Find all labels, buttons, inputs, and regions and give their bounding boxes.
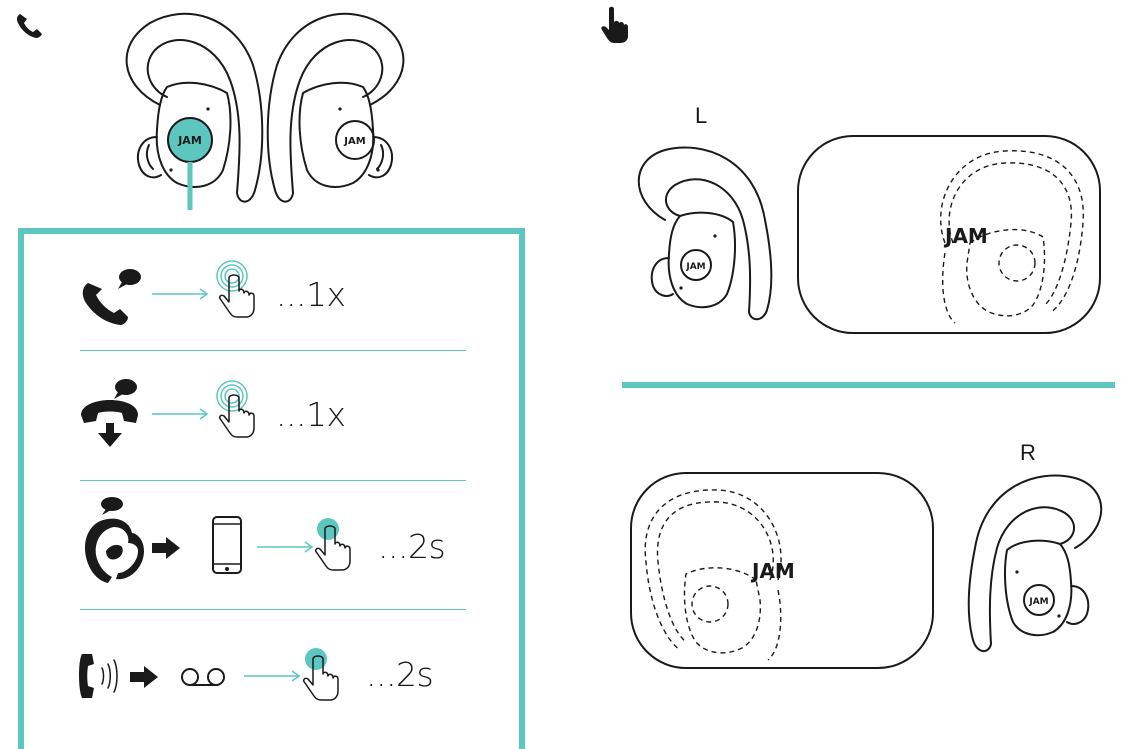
phone-icon (16, 14, 42, 38)
hold-gesture-icon (303, 648, 339, 701)
arrow-right-teal-icon (257, 541, 314, 553)
tap-gesture-icon (216, 260, 255, 318)
left-earbud-label: L (695, 103, 708, 128)
row-divider (80, 350, 466, 351)
hand-pointer-icon (601, 6, 628, 43)
row-divider (80, 480, 466, 481)
answer-call-icon (82, 269, 141, 325)
smartphone-icon (212, 516, 242, 574)
end-call-icon (81, 379, 138, 447)
earbuds-pair-illustration: JAM JAM (125, 12, 405, 210)
section-divider (622, 382, 1115, 388)
call-controls-panel (18, 228, 525, 749)
hold-duration-label: ...2s (378, 527, 446, 566)
svg-text:JAM: JAM (343, 136, 365, 147)
row-divider (80, 609, 466, 610)
svg-text:JAM: JAM (177, 134, 202, 147)
tap-gesture-icon (216, 380, 255, 438)
svg-text:JAM: JAM (1028, 597, 1048, 607)
hold-duration-label: ...2s (366, 655, 434, 694)
svg-text:JAM: JAM (685, 262, 705, 272)
left-charging-case-illustration: JAM (797, 135, 1101, 334)
left-earbud-illustration: JAM (637, 146, 773, 321)
voice-assistant-head-icon (84, 497, 144, 583)
right-earbud-illustration: JAM (967, 474, 1103, 652)
arrow-right-teal-icon (152, 288, 209, 300)
right-earbud-label: R (1020, 440, 1036, 465)
tap-count-label: ...1x (276, 275, 346, 314)
voicemail-icon (181, 668, 225, 686)
arrow-right-solid-icon (152, 537, 180, 559)
arrow-right-teal-icon (152, 408, 209, 420)
right-charging-case-illustration: JAM (630, 472, 934, 669)
jam-logo: JAM (943, 224, 988, 248)
hold-gesture-icon (315, 518, 351, 571)
incoming-call-ringing-icon (79, 654, 118, 698)
tap-count-label: ...1x (276, 395, 346, 434)
arrow-right-solid-icon (130, 666, 158, 688)
arrow-right-teal-icon (244, 670, 301, 682)
jam-logo: JAM (750, 559, 795, 583)
